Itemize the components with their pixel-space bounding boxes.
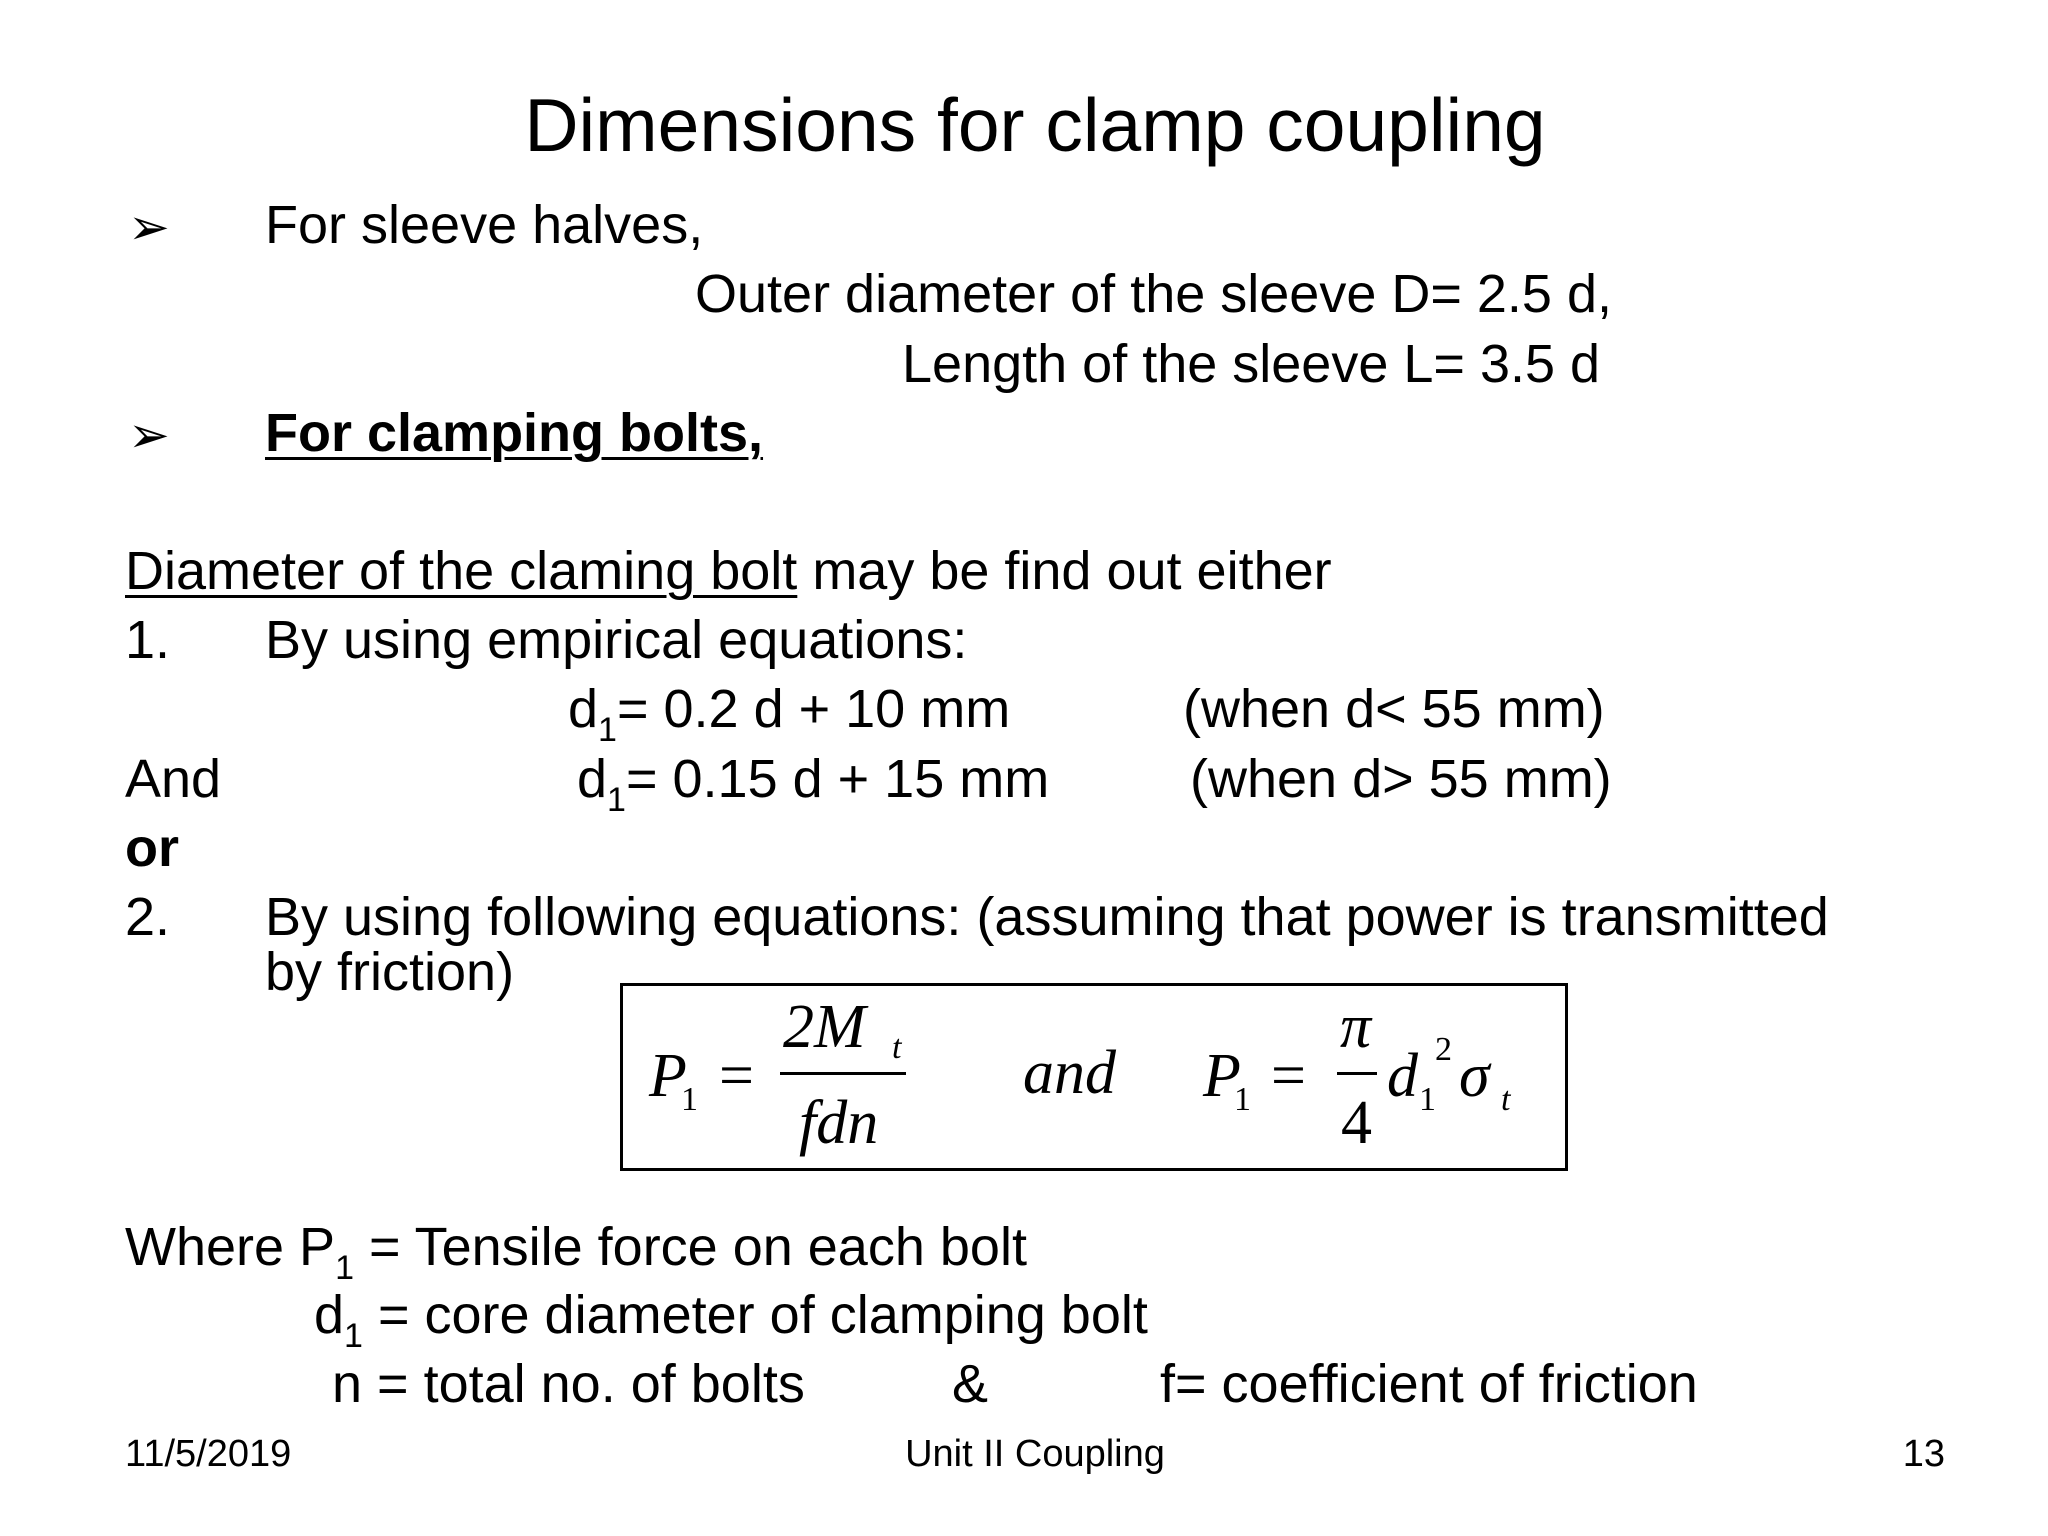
d1-sub: 1 <box>344 1317 363 1355</box>
eq2-var: d <box>577 749 608 809</box>
footer-center: Unit II Coupling <box>905 1433 1165 1475</box>
item2-line1: By using following equations: (assuming … <box>265 887 1829 947</box>
formula-p1-sub: 1 <box>681 1081 698 1118</box>
where-sub: 1 <box>335 1249 354 1287</box>
bullet-arrow-icon: ➢ <box>128 407 170 463</box>
formula-sigma: σ <box>1459 1042 1492 1110</box>
formula-four: 4 <box>1341 1089 1372 1157</box>
where-prefix: Where P <box>125 1217 336 1277</box>
bullet-arrow-icon: ➢ <box>128 199 170 255</box>
formula-equals-1: = <box>719 1042 754 1110</box>
ampersand: & <box>952 1354 989 1414</box>
formula-fraction-bar-1 <box>780 1072 906 1075</box>
diameter-intro: Diameter of the claming bolt may be find… <box>125 544 1332 598</box>
diameter-rest: may be find out either <box>797 541 1332 601</box>
formula-fraction-bar-2 <box>1337 1072 1377 1075</box>
formula-p1: P <box>648 1042 687 1110</box>
eq1-var: d <box>568 679 599 739</box>
item2-line2: by friction) <box>265 942 515 1002</box>
slide-title: Dimensions for clamp coupling <box>524 83 1546 167</box>
formula-d-sub: 1 <box>1419 1081 1436 1118</box>
equation-1: d1= 0.2 d + 10 mm <box>568 679 1011 747</box>
and-label: And <box>125 749 222 809</box>
item1-number: 1. <box>125 610 171 670</box>
formula-p1b-sub: 1 <box>1234 1081 1251 1118</box>
item2-number: 2. <box>125 887 171 947</box>
formula-equals-2: = <box>1271 1042 1306 1110</box>
outer-diameter-text: Outer diameter of the sleeve D= 2.5 d, <box>695 264 1612 324</box>
eq1-condition: (when d< 55 mm) <box>1183 679 1605 739</box>
sleeve-length-text: Length of the sleeve L= 3.5 d <box>902 334 1601 394</box>
formula-numerator: 2M <box>783 993 869 1061</box>
where-def: = Tensile force on each bolt <box>354 1217 1027 1277</box>
eq1-sub: 1 <box>598 711 617 749</box>
where-d1: d1 = core diameter of clamping bolt <box>314 1285 1148 1353</box>
formula-p1b: P <box>1202 1042 1241 1110</box>
eq2-sub: 1 <box>607 781 626 819</box>
formula-box: P 1 = 2M t fdn and P 1 = π 4 d 1 2 σ t <box>620 983 1568 1171</box>
formula-svg: P 1 = 2M t fdn and P 1 = π 4 d 1 2 σ t <box>648 993 1512 1157</box>
or-label: or <box>125 818 179 878</box>
where-f: f= coefficient of friction <box>1160 1354 1698 1414</box>
formula-d: d <box>1387 1042 1419 1110</box>
bolts-heading: For clamping bolts, <box>265 403 764 463</box>
formula-numerator-sub: t <box>892 1029 903 1066</box>
formula-denominator: fdn <box>799 1089 878 1157</box>
eq1-expr: = 0.2 d + 10 mm <box>616 679 1011 739</box>
item1-text: By using empirical equations: <box>265 610 968 670</box>
where-n: n = total no. of bolts <box>332 1354 805 1414</box>
equation-2: d1= 0.15 d + 15 mm <box>577 749 1050 817</box>
footer-date: 11/5/2019 <box>125 1433 292 1475</box>
d1-def: = core diameter of clamping bolt <box>362 1285 1148 1345</box>
footer-page-number: 13 <box>1902 1433 1945 1475</box>
formula-pi: π <box>1340 993 1373 1061</box>
eq2-condition: (when d> 55 mm) <box>1190 749 1612 809</box>
where-p1: Where P1 = Tensile force on each bolt <box>125 1217 1027 1285</box>
formula-sigma-sub: t <box>1501 1081 1512 1118</box>
eq2-expr: = 0.15 d + 15 mm <box>625 749 1050 809</box>
diameter-underlined: Diameter of the claming bolt <box>125 541 798 601</box>
d1-var: d <box>314 1285 345 1345</box>
formula-d-sup: 2 <box>1435 1031 1452 1068</box>
formula-and: and <box>1023 1039 1117 1107</box>
sleeve-heading: For sleeve halves, <box>265 195 704 255</box>
